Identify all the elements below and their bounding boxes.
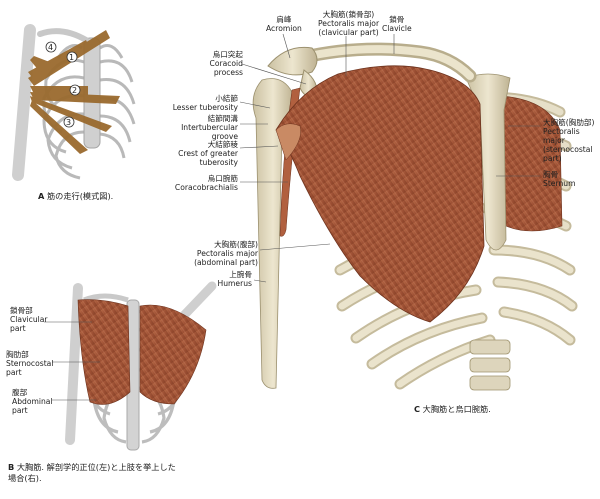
panel-a-number-4: 4 bbox=[48, 43, 54, 52]
panel-b-caption-line2: 場合(右). bbox=[8, 473, 42, 483]
label-sternocostal-part: 胸肋部 Sternocostal part bbox=[6, 350, 54, 377]
label-humerus: 上腕骨 Humerus bbox=[217, 270, 252, 288]
label-clavicular-part: 鎖骨部 Clavicular part bbox=[10, 306, 48, 333]
label-pectoralis-clavicular: 大胸筋(鎖骨部) Pectoralis major (clavicular pa… bbox=[318, 10, 380, 37]
panel-c-caption-letter: C bbox=[414, 404, 421, 414]
panel-c-figure bbox=[239, 33, 578, 391]
panel-a-caption-text: 筋の走行(模式図). bbox=[46, 191, 114, 201]
label-crest-greater-tuberosity: 大結節稜 Crest of greater tuberosity bbox=[178, 140, 238, 167]
label-pectoralis-abdominal: 大胸筋(腹部) Pectoralis major (abdominal part… bbox=[194, 240, 258, 267]
label-pectoralis-sternocostal: 大胸筋(胸肋部) Pectoralis major (sternocostal … bbox=[543, 118, 595, 163]
panel-a-figure bbox=[12, 24, 136, 181]
panel-b-caption-letter: B bbox=[8, 462, 15, 472]
label-clavicle: 鎖骨 Clavicle bbox=[382, 15, 412, 33]
panel-b-caption-line1: 大胸筋. 解剖学的正位(左)と上肢を挙上した bbox=[16, 462, 176, 472]
label-abdominal-part: 腹部 Abdominal part bbox=[12, 388, 53, 415]
panel-a-number-3: 3 bbox=[66, 118, 72, 127]
label-lesser-tuberosity: 小結節 Lesser tuberosity bbox=[172, 94, 238, 112]
panel-b-caption: B 大胸筋. 解剖学的正位(左)と上肢を挙上した 場合(右). bbox=[8, 462, 176, 484]
label-acromion: 肩峰 Acromion bbox=[266, 15, 302, 33]
label-coracoid-process: 烏口突起 Coracoid process bbox=[209, 50, 243, 77]
label-sternum: 胸骨 Sternum bbox=[543, 170, 576, 188]
panel-a-number-2: 2 bbox=[72, 86, 78, 95]
panel-a-caption: A 筋の走行(模式図). bbox=[38, 191, 113, 202]
panel-b-figure bbox=[44, 281, 217, 451]
label-intertubercular-groove: 結節間溝 Intertubercular groove bbox=[181, 114, 238, 141]
panel-a-caption-letter: A bbox=[38, 191, 45, 201]
panel-c-caption-text: 大胸筋と烏口腕筋. bbox=[422, 404, 491, 414]
label-coracobrachialis: 烏口腕筋 Coracobrachialis bbox=[174, 174, 238, 192]
panel-a-number-1: 1 bbox=[69, 53, 75, 62]
panel-c-caption: C 大胸筋と烏口腕筋. bbox=[414, 404, 491, 415]
